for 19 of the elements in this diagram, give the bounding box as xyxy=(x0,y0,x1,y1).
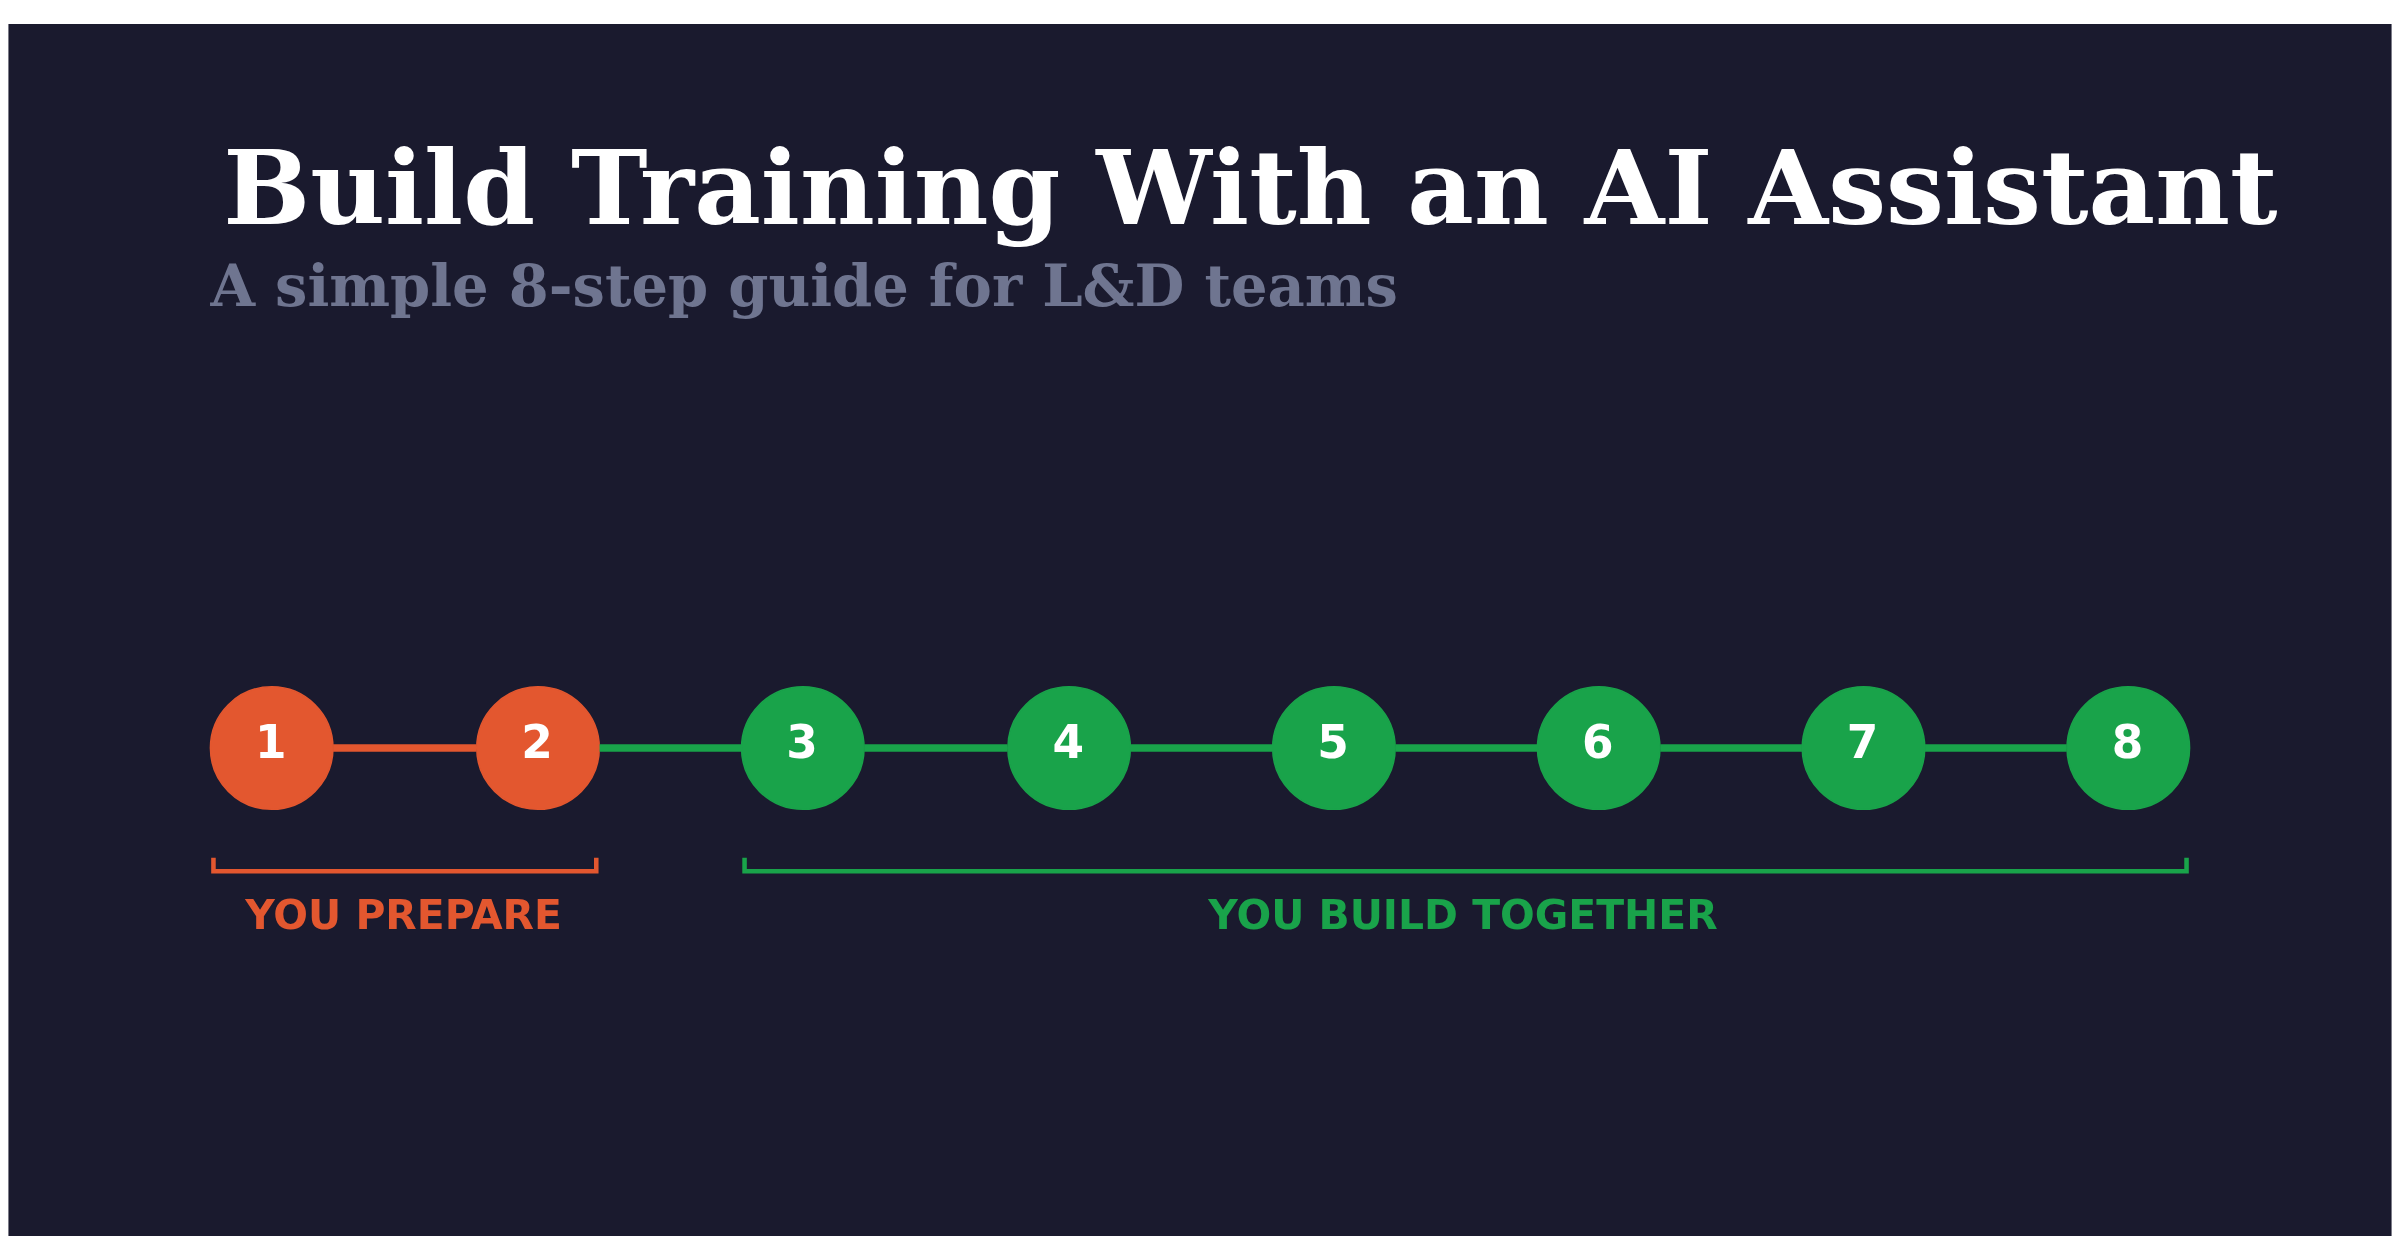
diagram-title: Build Training With an AI Assistant xyxy=(223,126,2278,248)
node-circle: 8 xyxy=(2066,686,2191,811)
connector xyxy=(599,744,742,752)
node-circle: 2 xyxy=(475,686,601,811)
node-circle: 1 xyxy=(209,686,334,811)
connector xyxy=(1130,744,1273,752)
node-circle: 6 xyxy=(1536,686,1661,811)
node-circle: 3 xyxy=(740,686,865,811)
connector xyxy=(1660,744,1802,752)
connector xyxy=(1395,744,1538,752)
label: YOU BUILD TOGETHER xyxy=(1208,890,1718,939)
connector xyxy=(333,744,477,752)
label: A simple 8-step guide for L&D teams xyxy=(210,252,1398,321)
node-circle: 5 xyxy=(1271,686,1396,811)
node-circle: 4 xyxy=(1007,686,1132,811)
connector xyxy=(864,744,1008,752)
connector xyxy=(1925,744,2067,752)
label: YOU PREPARE xyxy=(245,890,562,939)
node-circle: 7 xyxy=(1801,686,1926,811)
